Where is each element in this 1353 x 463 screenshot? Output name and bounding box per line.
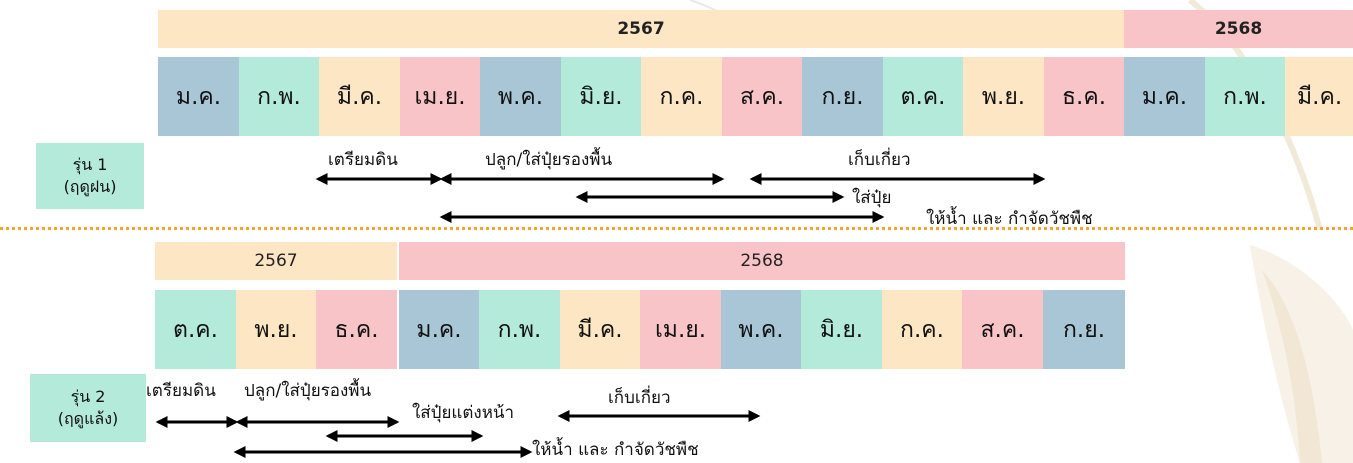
month-cell: มิ.ย.	[801, 290, 882, 369]
year-bar-2568: 2568	[399, 242, 1125, 280]
activity-label-water-weed: ให้น้ำ และ กำจัดวัชพืช	[532, 440, 699, 460]
activity-label-harvest: เก็บเกี่ยว	[848, 150, 911, 170]
year-bar-2567: 2567	[158, 10, 1124, 48]
month-cell: ม.ค.	[399, 290, 479, 369]
month-cell: ส.ค.	[962, 290, 1043, 369]
activity-label-harvest: เก็บเกี่ยว	[608, 388, 671, 408]
activity-label-soil-prep: เตรียมดิน	[328, 150, 398, 170]
month-cell: ก.ย.	[1043, 290, 1125, 369]
activity-label-planting: ปลูก/ใส่ปุ๋ยรองพื้น	[244, 381, 372, 401]
year-bar-2568: 2568	[1124, 10, 1353, 48]
month-cell: ธ.ค.	[1044, 57, 1124, 136]
month-cell: ก.ค.	[882, 290, 962, 369]
generation-label-title: รุ่น 1	[72, 155, 108, 174]
generation-label-season: (ฤดูฝน)	[63, 177, 117, 196]
generation-label-season: (ฤดูแล้ง)	[57, 409, 119, 428]
month-cell: พ.ค.	[721, 290, 801, 369]
month-cell: ธ.ค.	[316, 290, 397, 369]
month-cell: พ.ย.	[963, 57, 1044, 136]
month-cell: มี.ค.	[1285, 57, 1353, 136]
month-cell: ต.ค.	[883, 57, 963, 136]
month-cell: ก.พ.	[479, 290, 560, 369]
activity-label-fertilize: ใส่ปุ๋ย	[852, 188, 892, 208]
month-cell: ก.ย.	[802, 57, 883, 136]
month-cell: มี.ค.	[319, 57, 400, 136]
activity-label-top-dressing: ใส่ปุ๋ยแต่งหน้า	[412, 403, 515, 423]
month-cell: ม.ค.	[158, 57, 239, 136]
month-cell: มี.ค.	[560, 290, 640, 369]
month-cell: ม.ค.	[1124, 57, 1205, 136]
month-cell: ต.ค.	[155, 290, 236, 369]
month-cell: พ.ย.	[236, 290, 316, 369]
month-cell: มิ.ย.	[561, 57, 641, 136]
month-cell: พ.ค.	[480, 57, 561, 136]
activity-label-soil-prep: เตรียมดิน	[146, 381, 216, 401]
activity-label-planting: ปลูก/ใส่ปุ๋ยรองพื้น	[485, 150, 613, 170]
activity-label-water-weed: ให้น้ำ และ กำจัดวัชพืช	[926, 209, 1093, 229]
month-cell: ส.ค.	[722, 57, 802, 136]
month-cell: เม.ย.	[640, 290, 721, 369]
section-divider	[0, 227, 1353, 230]
generation-label-title: รุ่น 2	[70, 387, 106, 406]
year-bar-2567: 2567	[155, 242, 397, 280]
generation-label-1: รุ่น 1 (ฤดูฝน)	[36, 143, 144, 209]
month-cell: เม.ย.	[400, 57, 480, 136]
month-cell: ก.ค.	[641, 57, 722, 136]
month-cell: ก.พ.	[239, 57, 319, 136]
generation-label-2: รุ่น 2 (ฤดูแล้ง)	[30, 374, 146, 442]
month-cell: ก.พ.	[1205, 57, 1285, 136]
